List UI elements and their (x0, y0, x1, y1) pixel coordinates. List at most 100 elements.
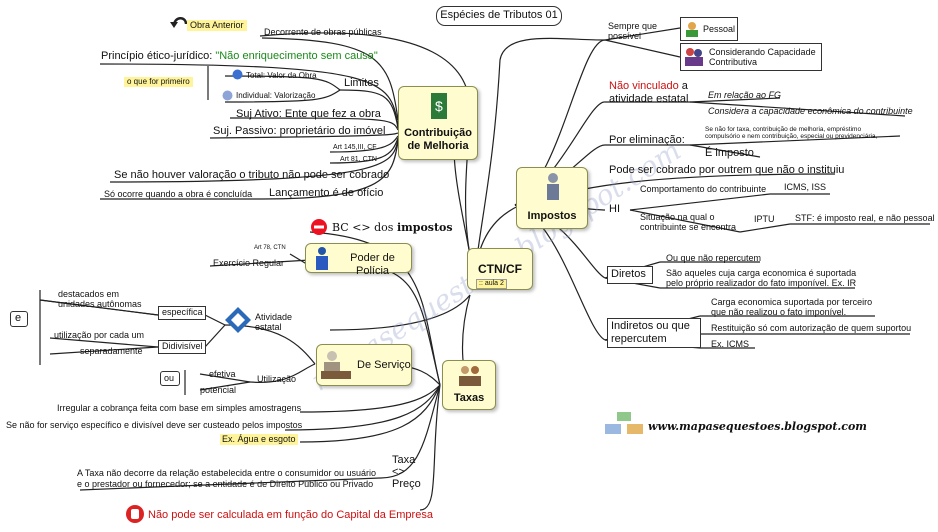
footer-site[interactable]: www.mapasequestoes.blogspot.com (648, 420, 867, 433)
people-desk-icon (459, 366, 481, 386)
taxas-label: Taxas (453, 392, 485, 404)
capital-empresa: Não pode ser calculada em função do Capi… (148, 509, 433, 521)
nao-repercutem: Ou que não repercutem (666, 253, 762, 263)
impostos-node[interactable]: Impostos (516, 167, 588, 229)
lancamento: Lançamento é de ofício (269, 187, 384, 199)
hi: HI (609, 203, 620, 215)
iptu: IPTU (754, 214, 775, 224)
nao-vinculado-red: Não vinculado (609, 80, 679, 92)
principio: Princípio ético-jurídico: "Não enriqueci… (101, 50, 378, 63)
diretos: Diretos (611, 268, 646, 280)
capacidade-2: Contributiva (709, 57, 758, 67)
taxa-nota-1: A Taxa não decorre da relação estabeleci… (77, 468, 377, 478)
globe-icon-2 (222, 90, 233, 101)
especifica: específica (162, 307, 203, 317)
bc-prefix: BC <> dos (332, 221, 397, 234)
suj-ativo: Suj Ativo: Ente que fez a obra (236, 108, 381, 120)
diamond-logo-icon (225, 307, 251, 333)
contribuicao-node[interactable]: $ Contribuição de Melhoria (398, 86, 478, 160)
bc-impostos: BC <> dos impostos (332, 221, 453, 234)
diretos-nota-1: São aqueles cuja carga economica é supor… (666, 268, 857, 278)
irregular: Irregular a cobrança feita com base em s… (57, 403, 302, 413)
considera-capacidade: Considera a capacidade econômica do cont… (708, 106, 913, 116)
destacados-2: unidades autônomas (58, 299, 142, 309)
utilizacao-cada-um: utilização por cada um (54, 330, 145, 340)
contribuicao-label-1: Contribuição (404, 127, 472, 139)
atividade-2: estatal (255, 322, 282, 332)
center-note: :: aula 2 (476, 279, 507, 289)
icms-iss: ICMS, ISS (784, 182, 827, 192)
taxa-nota-2: e o prestador ou fornecedor; se a entida… (77, 479, 374, 489)
capacidade-box: Considerando Capacidade Contributiva (680, 43, 822, 71)
comportamento: Comportamento do contribuinte (640, 184, 767, 194)
people-icon (685, 48, 703, 66)
indiretos-2: repercutem (611, 333, 667, 345)
ou-label: ou (164, 373, 175, 383)
title-box: Espécies de Tributos 01 (436, 6, 562, 26)
carga-2: que não realizou o fato imponível. (711, 307, 847, 317)
capacidade-1: Considerando Capacidade (709, 47, 816, 57)
pode-ser-cobrado: Pode ser cobrado por outrem que não o in… (609, 164, 845, 176)
art-81: Art 81, CTN (340, 156, 377, 163)
undo-arrow-icon (170, 17, 188, 28)
divisivel: Didivisível (162, 341, 203, 351)
poder-policia-node[interactable]: Poder de Polícia (305, 243, 412, 277)
nao-vinculado: Não vinculado a (609, 80, 688, 93)
limites: Limites (344, 77, 379, 89)
art-145: Art 145,III, CF (333, 144, 377, 151)
so-ocorre: Só ocorre quando a obra é concluída (104, 189, 253, 199)
office-worker-icon (321, 351, 351, 379)
contribuicao-label-2: de Melhoria (407, 140, 469, 152)
globe-icon (232, 69, 243, 80)
sem-valoracao: Se não houver valoração o tributo não po… (114, 169, 390, 181)
bc-bold: impostos (396, 221, 453, 234)
indiretos-1: Indiretos ou que (611, 320, 690, 332)
police-officer-icon (316, 247, 328, 270)
svg-text:$: $ (435, 98, 443, 114)
de-servico-node[interactable]: De Serviço (316, 344, 412, 386)
restituicao: Restituição só com autorização de quem s… (711, 323, 912, 333)
utilizacao: Utilização (257, 374, 297, 384)
person-icon (686, 22, 698, 37)
e-box: e (10, 311, 28, 327)
sempre-que-possivel: Sempre que possível (608, 21, 658, 41)
diff-label: <> (392, 466, 405, 478)
taxa-label: Taxa (392, 454, 416, 466)
preco-label: Preço (392, 478, 421, 490)
nao-especifico: Se não for serviço específico e divisíve… (6, 420, 303, 430)
destacados-1: destacados em (58, 289, 120, 299)
o-que-for-primeiro: o que for primeiro (124, 77, 193, 87)
diretos-box: Diretos (607, 266, 653, 284)
no-sign-icon (311, 219, 327, 235)
pessoal: Pessoal (703, 24, 736, 34)
art-78: Art 78, CTN (254, 245, 286, 251)
diretos-nota-2: pelo próprio realizador do fato imponíve… (666, 278, 857, 288)
eliminacao-nota-2: compulsório e nem contribuição, especial… (705, 133, 878, 140)
nao-vinculado-rest: a (678, 80, 688, 92)
e-imposto: É imposto (705, 147, 754, 159)
stf: STF: é imposto real, e não pessoal (795, 213, 935, 223)
person-figure-icon (547, 173, 559, 200)
center-label: CTN/CF (478, 262, 522, 276)
divisivel-box: Didivisível (158, 340, 206, 354)
money-figure-icon: $ (431, 93, 447, 119)
exercicio-regular: Exercício Regular (213, 258, 285, 268)
situacao-1: Situação na qual o (640, 212, 715, 222)
limite-individual: Individual: Valorização (236, 91, 316, 100)
impostos-label: Impostos (527, 210, 577, 222)
efetiva: efetiva (209, 369, 236, 379)
obra-anterior: Obra Anterior (187, 20, 247, 31)
atividade-1: Atividade (255, 312, 293, 322)
e-label: e (15, 312, 22, 324)
site-logo-icon (605, 412, 643, 434)
ex-agua: Ex. Água e esgoto (220, 434, 298, 445)
pessoal-box: Pessoal (680, 17, 738, 41)
indiretos-box: Indiretos ou que repercutem (607, 318, 701, 348)
situacao-2: contribuinte se encontra (640, 222, 737, 232)
taxas-node[interactable]: Taxas (442, 360, 496, 410)
title: Espécies de Tributos 01 (440, 9, 558, 21)
suj-passivo: Suj. Passivo: proprietário do imóvel (213, 125, 386, 137)
separadamente: separadamente (80, 346, 143, 356)
principio-highlight: "Não enriquecimento sem causa" (215, 50, 378, 62)
